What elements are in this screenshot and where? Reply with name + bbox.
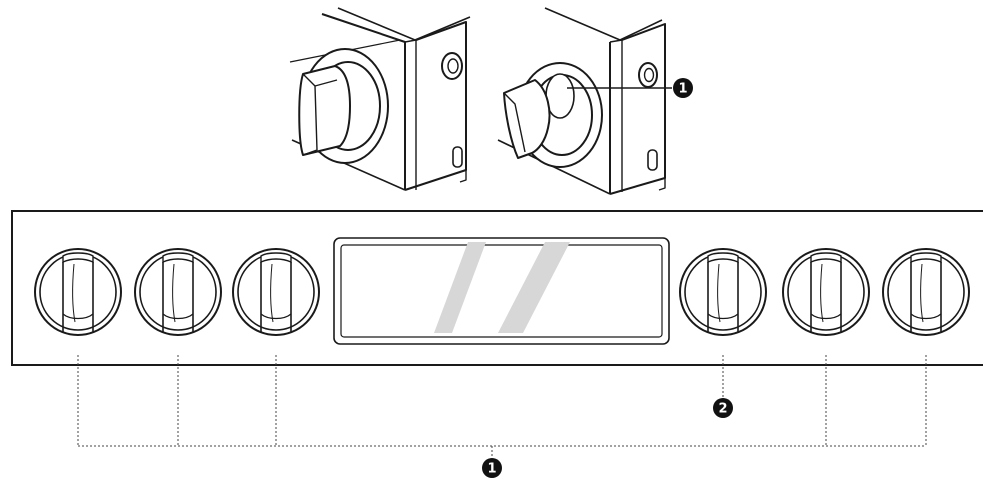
knob-4-icon (679, 248, 767, 336)
knob-5-icon (782, 248, 870, 336)
knob-side-view-normal (289, 7, 471, 191)
glass-reflection-stripe (498, 242, 570, 333)
front-control-panel (11, 210, 983, 366)
knob-6-icon (882, 248, 970, 336)
leader-lines (77, 355, 927, 458)
callout-label: 1 (487, 462, 496, 477)
knob-1-icon (34, 248, 122, 336)
knob-2-icon (134, 248, 222, 336)
callout-badge-icon (713, 398, 733, 418)
callout-label: 1 (678, 82, 687, 97)
callout-badge-icon (482, 458, 502, 478)
callout-badge-icon (673, 78, 693, 98)
display-window (333, 237, 670, 345)
glass-reflection-stripe (434, 242, 486, 333)
knob-side-view-pressed (497, 7, 672, 195)
callout-badge-top: 1 (673, 78, 693, 98)
knob-3-icon (232, 248, 320, 336)
callout-label: 2 (718, 402, 727, 417)
callout-badge-center-knob: 2 (713, 398, 733, 418)
callout-badge-bottom: 1 (482, 458, 502, 478)
